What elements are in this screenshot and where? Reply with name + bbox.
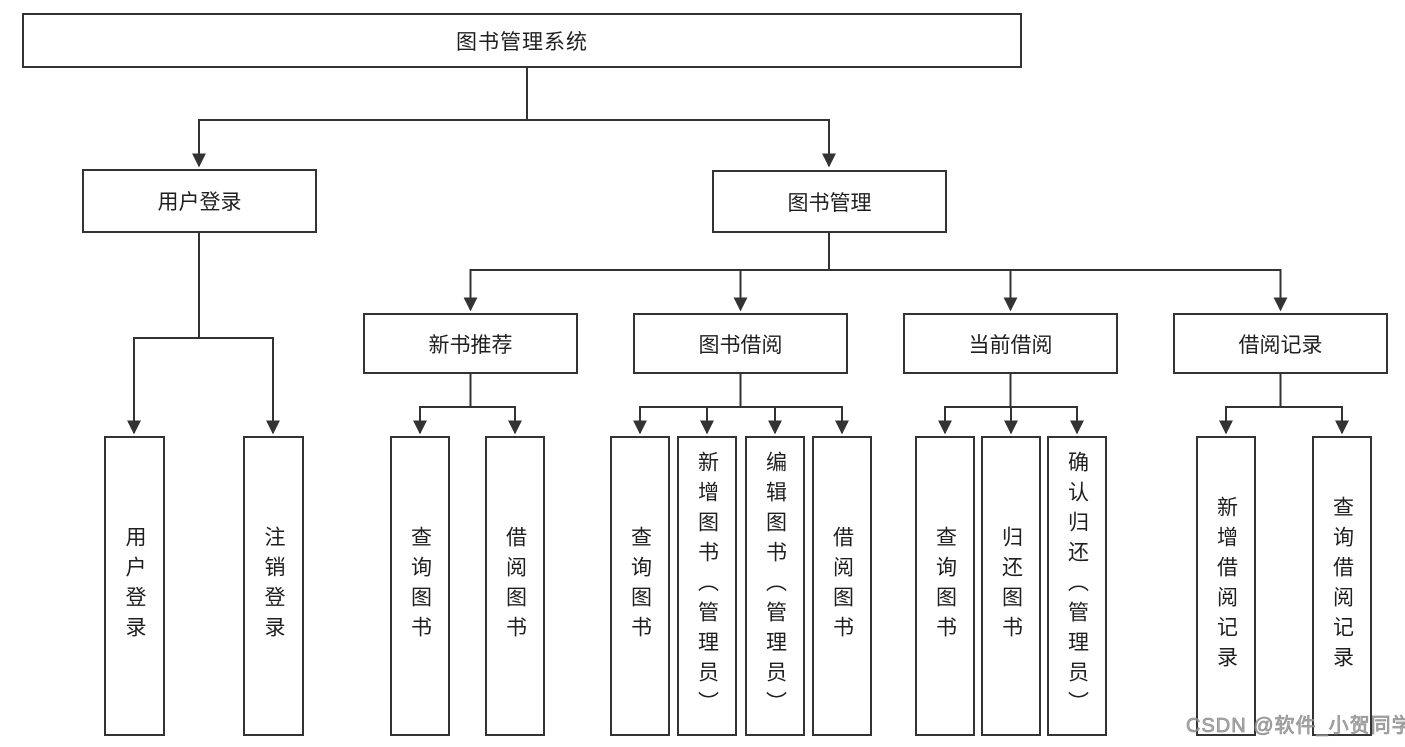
leaf-borrow-books: 借阅图书 [812,436,872,736]
node-current-borrow: 当前借阅 [903,313,1118,374]
leaf-user-login: 用户登录 [104,436,165,736]
leaf-add-borrow-record: 新增借阅记录 [1196,436,1256,736]
node-user-login: 用户登录 [82,169,317,233]
node-book-borrow: 图书借阅 [633,313,848,374]
leaf-query-borrow-record: 查询借阅记录 [1312,436,1372,736]
node-borrow-records: 借阅记录 [1173,313,1388,374]
leaf-query-books-borrow: 查询图书 [610,436,670,736]
leaf-borrow-books-recommend: 借阅图书 [485,436,545,736]
leaf-edit-books-admin: 编辑图书（管理员） [745,436,805,736]
leaf-logout: 注销登录 [243,436,304,736]
leaf-confirm-return-admin: 确认归还（管理员） [1047,436,1107,736]
leaf-query-books-recommend: 查询图书 [390,436,450,736]
node-new-book-recommend: 新书推荐 [363,313,578,374]
node-library-system: 图书管理系统 [22,13,1022,68]
leaf-query-books-current: 查询图书 [915,436,975,736]
node-book-management: 图书管理 [712,170,947,233]
leaf-add-books-admin: 新增图书（管理员） [677,436,737,736]
leaf-return-books: 归还图书 [981,436,1041,736]
